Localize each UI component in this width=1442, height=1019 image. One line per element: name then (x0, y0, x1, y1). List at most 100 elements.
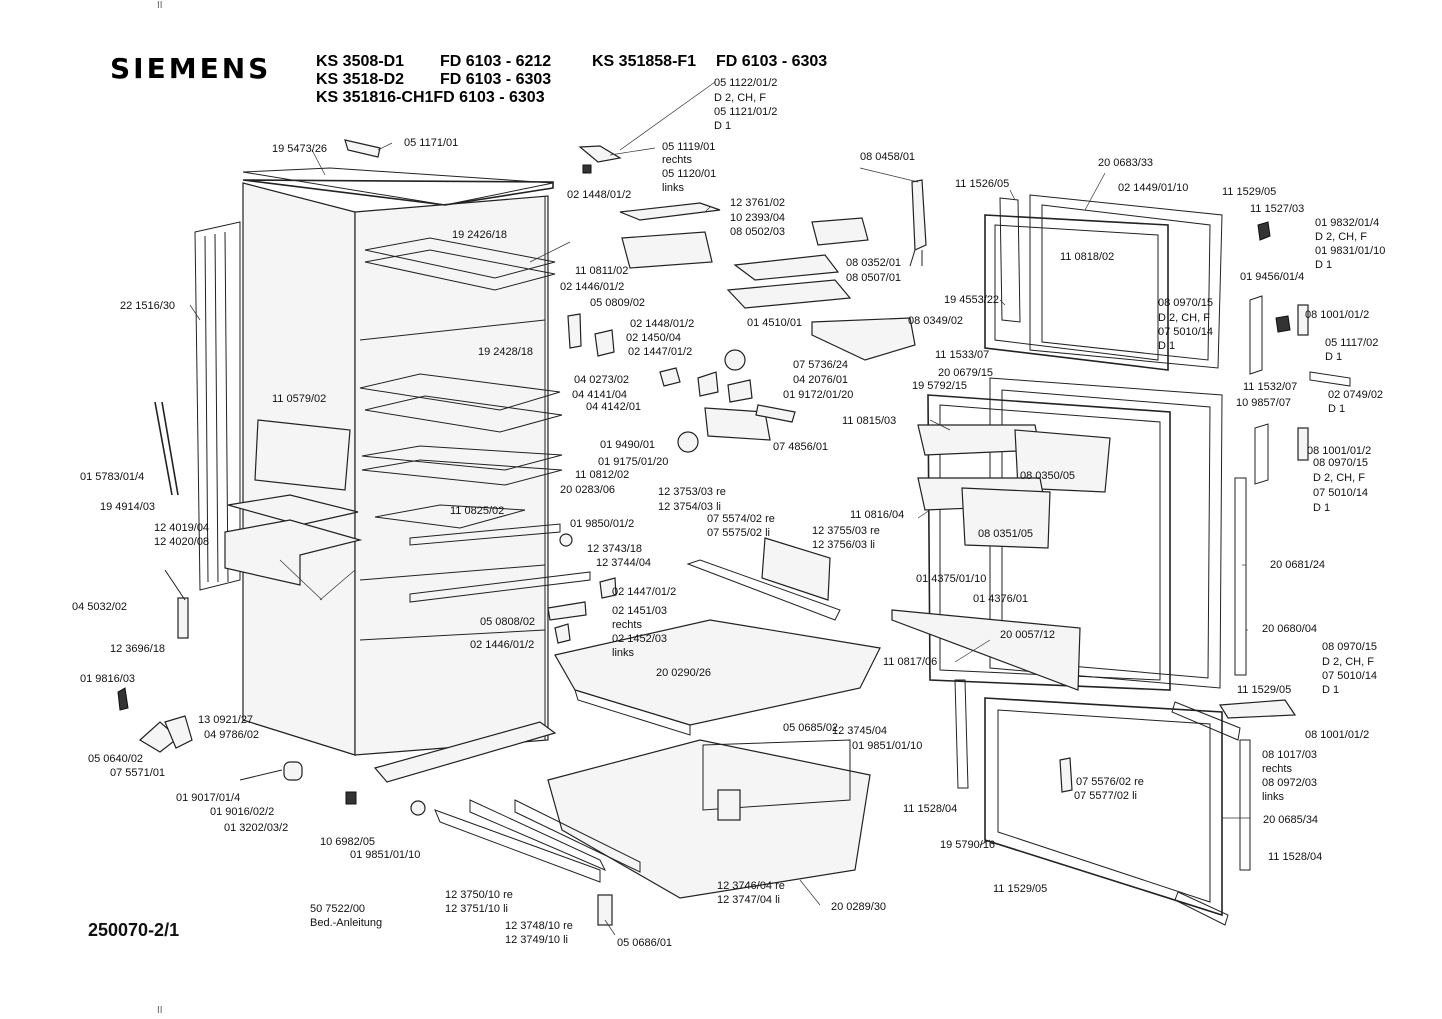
part-label: 12 3743/18 (587, 543, 642, 555)
part-label: 01 9831/01/10 (1315, 245, 1385, 257)
part-label: 01 9017/01/4 (176, 792, 240, 804)
part-label: 12 3748/10 re (505, 920, 573, 932)
part-label: 04 5032/02 (72, 601, 127, 613)
part-label: D 2, CH, F (1315, 231, 1367, 243)
crisper-drawer-illustrations (434, 619, 881, 926)
part-label: 08 0970/15 (1313, 457, 1368, 469)
part-label: 20 0683/33 (1098, 157, 1153, 169)
part-label: 10 2393/04 (730, 212, 785, 224)
part-label: 05 0640/02 (88, 753, 143, 765)
part-label: 05 1122/01/2 (714, 77, 777, 89)
part-label: 11 1529/05 (1222, 186, 1276, 198)
part-label: links (662, 182, 685, 194)
part-label: 12 3755/03 re (812, 525, 880, 537)
part-label: 07 5736/24 (793, 359, 848, 371)
part-label: 01 3202/03/2 (224, 822, 288, 834)
part-label: 01 4375/01/10 (916, 573, 986, 585)
part-label: 19 2428/18 (478, 346, 533, 358)
part-label: 19 5790/16 (940, 839, 995, 851)
door-illustrations (891, 194, 1351, 926)
part-label: 05 1120/01 (662, 168, 716, 180)
fd-line-4: FD 6103 - 6303 (716, 53, 828, 70)
part-label: 08 1017/03 (1262, 749, 1317, 761)
left-component-illustrations (117, 401, 557, 816)
part-label: 20 0283/06 (560, 484, 615, 496)
part-label: 01 9851/01/10 (350, 849, 420, 861)
part-label: 11 1532/07 (1243, 381, 1297, 393)
part-label: 12 3751/10 li (445, 903, 508, 915)
model-line-2: KS 3518-D2 (316, 71, 405, 88)
part-label: 11 0812/02 (575, 469, 629, 481)
part-number-labels: 05 1122/01/2 D 2, CH, F 05 1121/01/2 D 1 19 … (72, 77, 1385, 949)
part-label: 20 0679/15 (938, 367, 993, 379)
part-label: 02 1446/01/2 (560, 281, 624, 293)
scan-mark-top: II (157, 0, 163, 11)
part-label: 01 9175/01/20 (598, 456, 668, 468)
part-label: 12 4020/08 (154, 536, 209, 548)
part-label: 11 0825/02 (450, 505, 504, 517)
part-label: 11 0579/02 (272, 393, 326, 405)
part-label: 13 0921/27 (198, 714, 253, 726)
part-label: 12 3761/02 (730, 197, 785, 209)
siemens-logo: SIEMENS (110, 52, 272, 85)
part-label: 08 1001/01/2 (1305, 309, 1369, 321)
part-label: D 2, CH, F (1158, 312, 1210, 324)
part-label: 11 1526/05 (955, 178, 1009, 190)
part-label: 11 0817/06 (883, 656, 937, 668)
part-label: 08 0507/01 (846, 272, 901, 284)
part-label: 11 1527/03 (1250, 203, 1304, 215)
part-label: 12 3746/04 re (717, 880, 785, 892)
part-label: 12 4019/04 (154, 522, 209, 534)
part-label: 02 1448/01/2 (567, 189, 631, 201)
part-label: 01 9832/01/4 (1315, 217, 1379, 229)
part-label: 01 5783/01/4 (80, 471, 144, 483)
part-label: 08 0352/01 (846, 257, 901, 269)
part-label: 02 1449/01/10 (1118, 182, 1188, 194)
part-label: 01 9850/01/2 (570, 518, 634, 530)
part-label: 11 0818/02 (1060, 251, 1114, 263)
part-label: 20 0290/26 (656, 667, 711, 679)
part-label: 02 1448/01/2 (630, 318, 694, 330)
part-label: 02 1450/04 (626, 332, 681, 344)
part-label: 19 4914/03 (100, 501, 155, 513)
part-label: 05 1121/01/2 (714, 106, 777, 118)
part-label: D 2, CH, F (714, 92, 766, 104)
part-label: 02 0749/02 (1328, 389, 1383, 401)
part-label: 11 1529/05 (993, 883, 1047, 895)
part-label: 12 3744/04 (596, 557, 651, 569)
part-label: 07 5010/14 (1313, 487, 1368, 499)
model-line-4: KS 351858-F1 (592, 53, 697, 70)
part-label: 20 0680/04 (1262, 623, 1317, 635)
part-label: 01 4376/01 (973, 593, 1028, 605)
part-label: 01 9816/03 (80, 673, 135, 685)
part-label: 02 1452/03 (612, 633, 667, 645)
control-and-tray-illustrations (344, 139, 927, 644)
document-number: 250070-2/1 (88, 920, 180, 940)
shelf-illustrations (359, 237, 841, 621)
part-label: 08 0970/15 (1158, 297, 1213, 309)
fd-line-2: FD 6103 - 6303 (440, 71, 552, 88)
part-label: 07 5577/02 li (1074, 790, 1137, 802)
part-label: 08 1001/01/2 (1307, 445, 1371, 457)
part-label: 01 4510/01 (747, 317, 802, 329)
part-label: 05 0686/01 (617, 937, 672, 949)
model-line-1: KS 3508-D1 (316, 53, 405, 70)
part-label: 08 0972/03 (1262, 777, 1317, 789)
part-label: D 1 (1328, 403, 1345, 415)
part-label: D 2, CH, F (1313, 472, 1365, 484)
part-label: 01 9851/01/10 (852, 740, 922, 752)
part-label: 04 4141/04 (572, 389, 627, 401)
part-label: 07 5574/02 re (707, 513, 775, 525)
part-label: 19 5473/26 (272, 143, 327, 155)
part-label: links (612, 647, 635, 659)
part-label: 12 3747/04 li (717, 894, 780, 906)
part-label: 04 9786/02 (204, 729, 259, 741)
part-label: 07 5010/14 (1322, 670, 1377, 682)
part-label: 08 0351/05 (978, 528, 1033, 540)
part-label: 22 1516/30 (120, 300, 175, 312)
part-label: 11 0815/03 (842, 415, 896, 427)
part-label: 02 1447/01/2 (628, 346, 692, 358)
part-label: rechts (662, 154, 692, 166)
part-label: 11 1529/05 (1237, 684, 1291, 696)
